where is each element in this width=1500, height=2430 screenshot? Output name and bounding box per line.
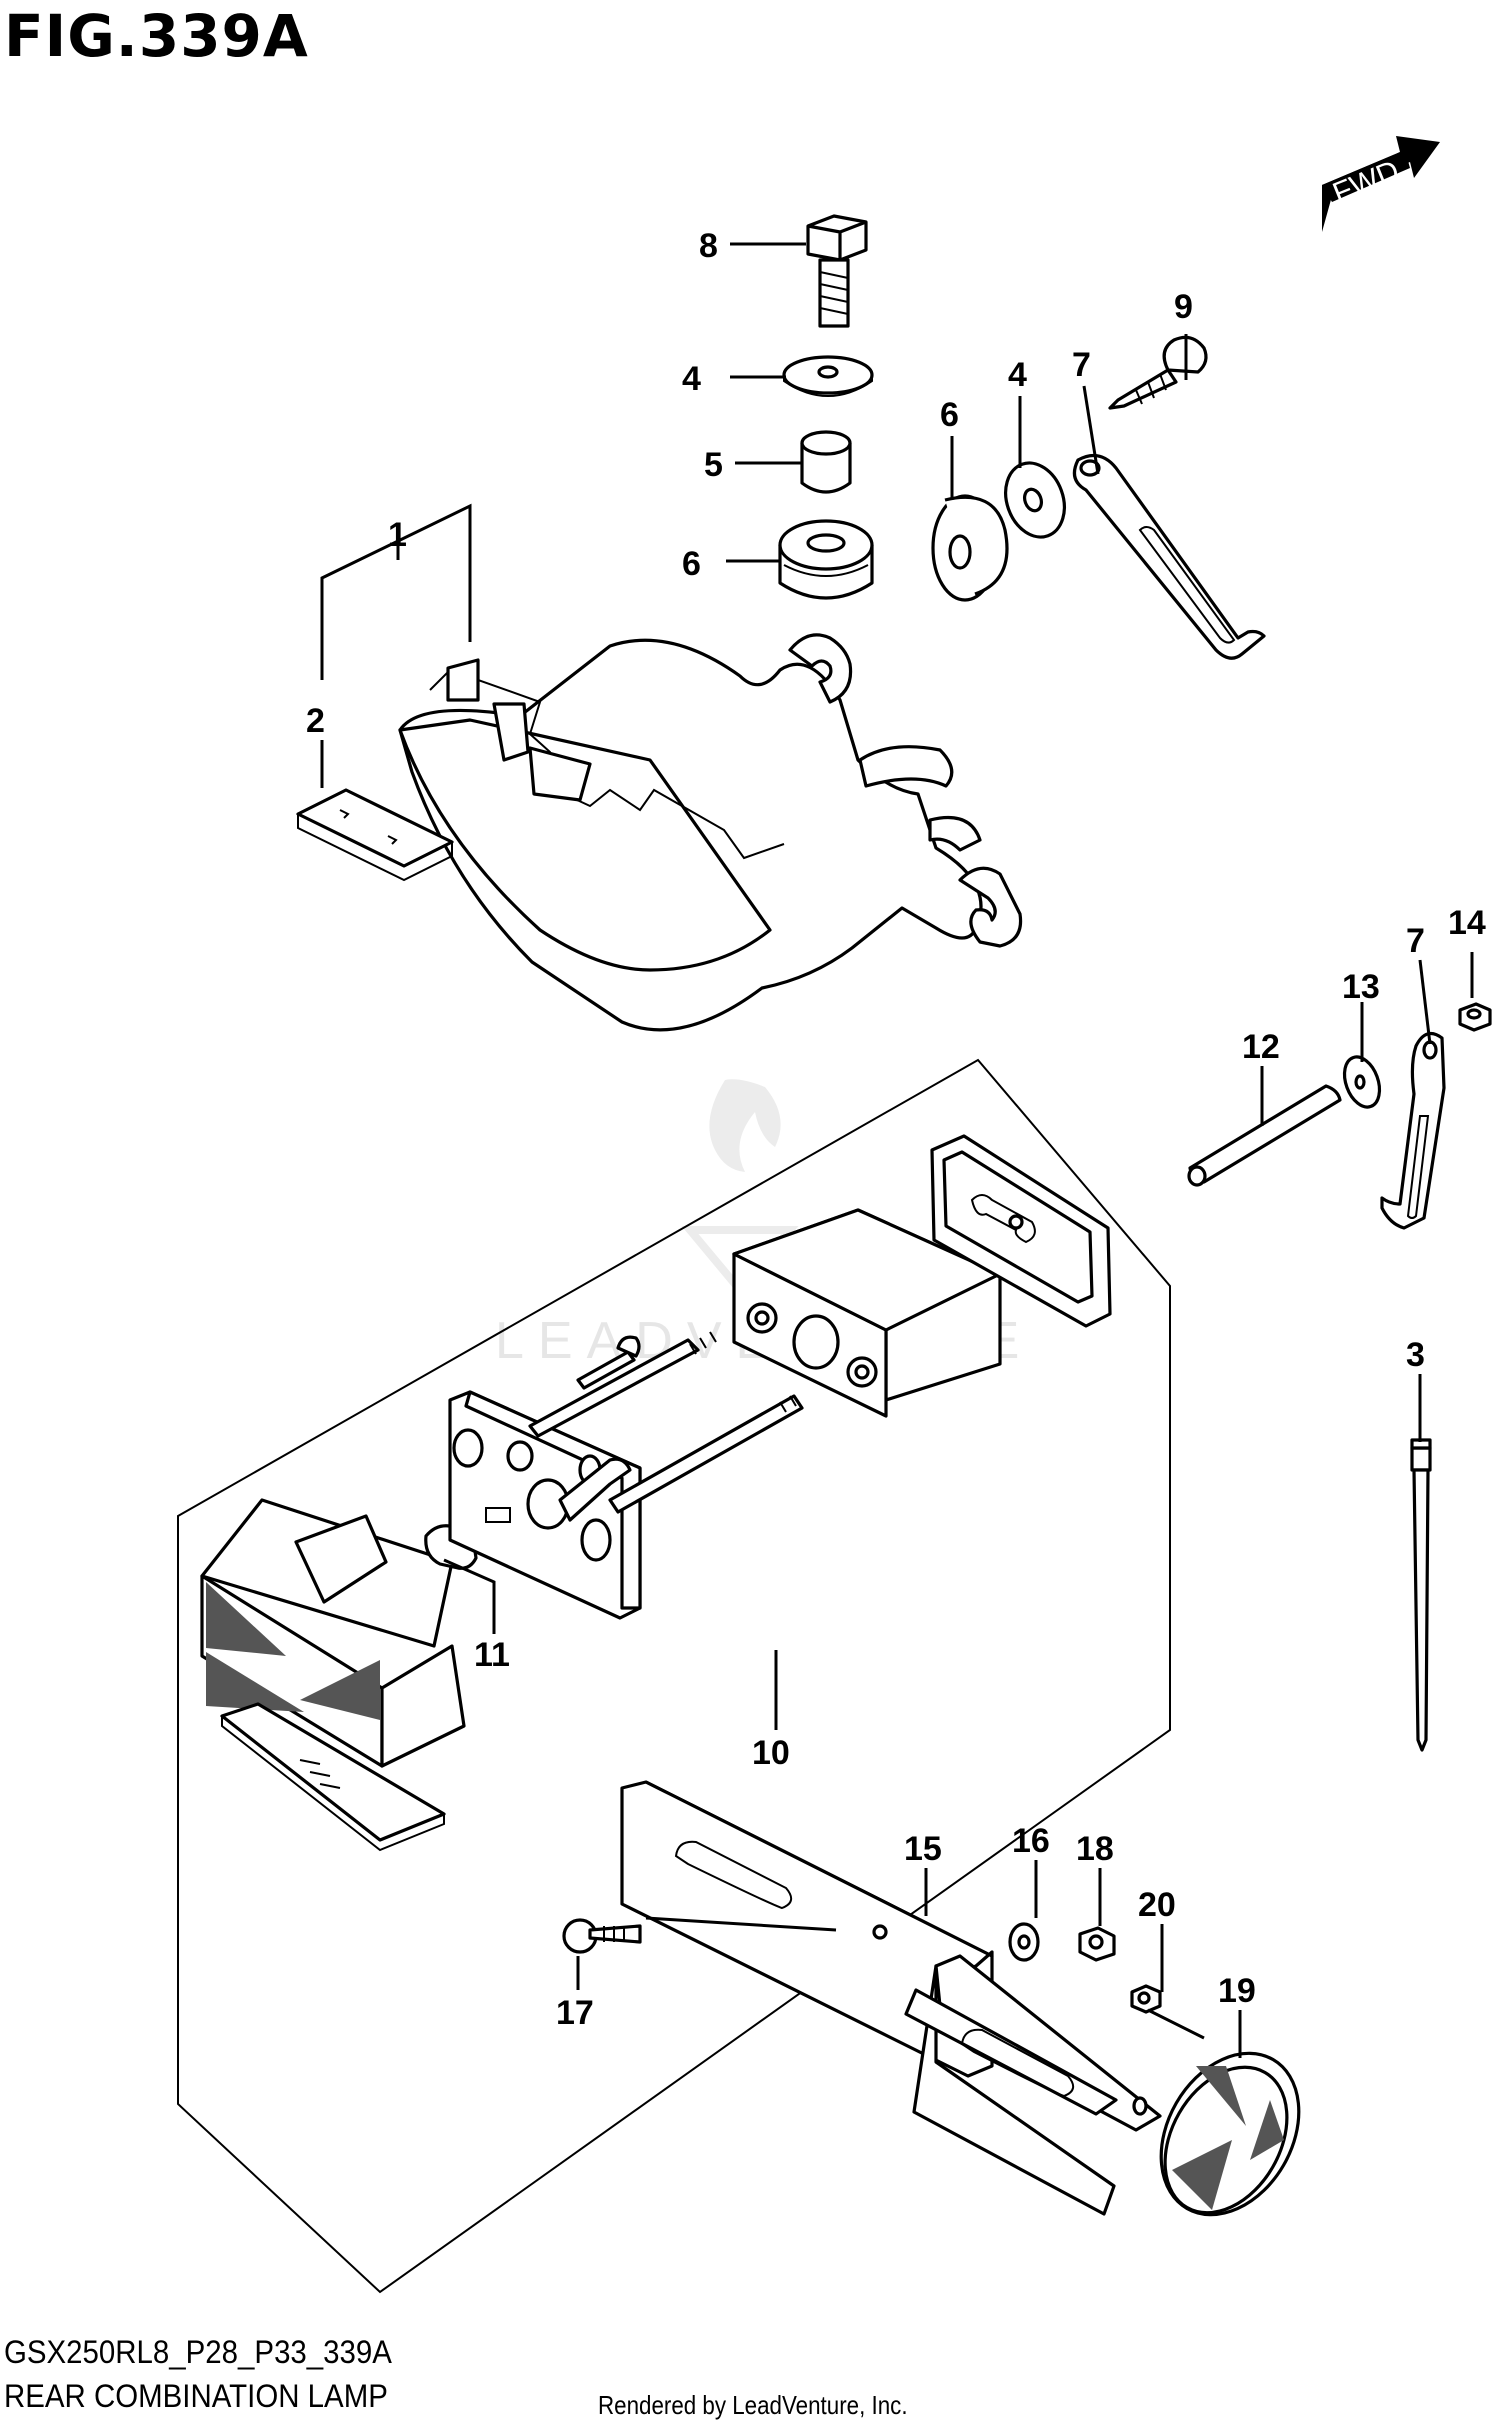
callout-2: 2 bbox=[306, 702, 325, 740]
callout-13: 13 bbox=[1342, 968, 1380, 1006]
screw-part-9 bbox=[1108, 335, 1208, 410]
callout-6: 6 bbox=[682, 545, 701, 583]
grommet-side-part-6 bbox=[931, 494, 1009, 602]
tail-lamp-housing-part-1 bbox=[398, 633, 1023, 1032]
fwd-label: FWD bbox=[1328, 154, 1404, 210]
grommet-part-6 bbox=[778, 519, 874, 600]
fwd-arrow-icon: FWD bbox=[1322, 136, 1440, 232]
washer-part-4 bbox=[782, 355, 874, 397]
callout-6-side: 6 bbox=[940, 396, 959, 434]
callout-12: 12 bbox=[1242, 1028, 1280, 1066]
callout-8: 8 bbox=[699, 227, 718, 265]
callout-16: 16 bbox=[1012, 1822, 1050, 1860]
washer-part-16 bbox=[1008, 1922, 1040, 1962]
nut-part-18 bbox=[1078, 1926, 1116, 1962]
lamp-assembly-box-part-10 bbox=[177, 1058, 1171, 2294]
callout-7-lower: 7 bbox=[1406, 922, 1425, 960]
lamp-case bbox=[732, 1208, 1002, 1418]
callout-18: 18 bbox=[1076, 1830, 1114, 1868]
nut-part-20 bbox=[1130, 1984, 1162, 2014]
callout-10: 10 bbox=[752, 1734, 790, 1772]
rendered-by: Rendered by LeadVenture, Inc. bbox=[598, 2390, 908, 2420]
bolt-part-17 bbox=[562, 1918, 642, 1954]
callout-9: 9 bbox=[1174, 288, 1193, 326]
lamp-gasket bbox=[930, 1134, 1112, 1328]
nut-part-14 bbox=[1458, 1002, 1492, 1032]
small-screw bbox=[576, 1335, 641, 1390]
callout-3: 3 bbox=[1406, 1336, 1425, 1374]
reflector-part-19 bbox=[1159, 2051, 1301, 2217]
callout-11: 11 bbox=[474, 1636, 510, 1674]
callout-20: 20 bbox=[1138, 1886, 1176, 1924]
license-lamp-lens bbox=[200, 1498, 466, 1768]
callout-5: 5 bbox=[704, 446, 723, 484]
lens-cover-plate bbox=[220, 1702, 446, 1852]
callout-4: 4 bbox=[682, 360, 701, 398]
callout-17: 17 bbox=[556, 1994, 594, 2032]
callout-19: 19 bbox=[1218, 1972, 1256, 2010]
leader-lines bbox=[320, 503, 472, 788]
callout-15: 15 bbox=[904, 1830, 942, 1868]
figure-name: REAR COMBINATION LAMP bbox=[4, 2378, 388, 2414]
callout-1: 1 bbox=[388, 516, 407, 554]
long-bolts bbox=[528, 1331, 804, 1514]
figure-title: FIG.339A bbox=[4, 2, 309, 70]
washer-side-part-4 bbox=[1004, 461, 1066, 539]
callout-4-side: 4 bbox=[1008, 356, 1027, 394]
bolt-part-8 bbox=[806, 214, 868, 328]
callout-7-upper: 7 bbox=[1072, 346, 1091, 384]
rod-part-12 bbox=[1187, 1084, 1342, 1187]
callout-leaders bbox=[443, 242, 1474, 2058]
bracket-part-7-lower bbox=[1380, 1031, 1446, 1230]
bracket-part-7-upper bbox=[1072, 453, 1266, 660]
lamp-socket-base bbox=[448, 1390, 642, 1620]
callout-labels: 8 4 5 6 6 4 7 9 1 2 14 13 7 12 3 11 10 1… bbox=[306, 227, 1486, 2032]
callout-14: 14 bbox=[1448, 904, 1486, 942]
figure-code: GSX250RL8_P28_P33_339A bbox=[4, 2334, 392, 2370]
cable-tie-part-3 bbox=[1410, 1438, 1432, 1752]
washer-part-13 bbox=[1342, 1055, 1382, 1109]
collar-part-5 bbox=[800, 430, 852, 494]
label-part-2 bbox=[296, 788, 454, 882]
